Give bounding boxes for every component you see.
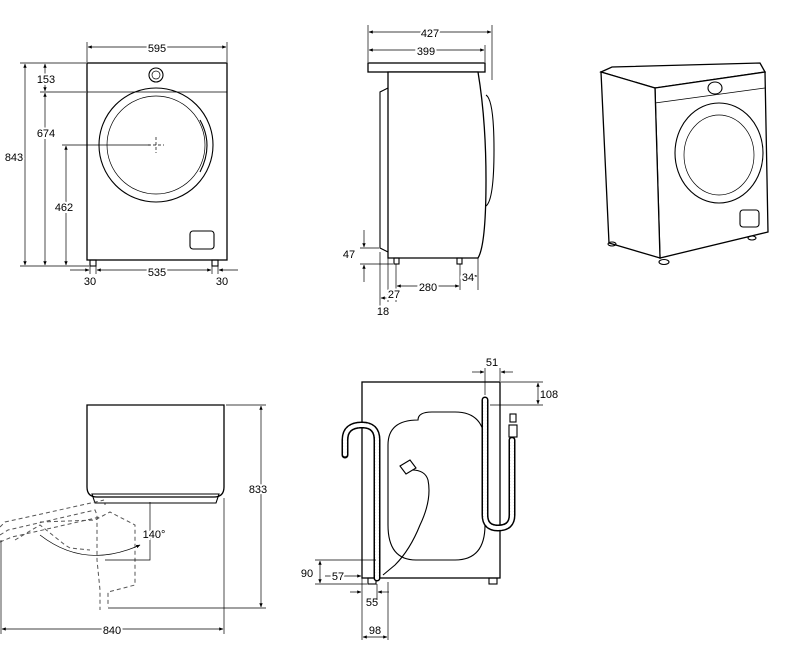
dim-462: 462: [55, 202, 73, 214]
iso-door-outer: [674, 102, 764, 204]
rear-panel: [387, 411, 486, 561]
open-door-outline-c: [39, 511, 136, 607]
power-plug: [399, 459, 417, 475]
dim-27: 27: [388, 289, 400, 301]
iso-door-glass: [683, 114, 755, 196]
door-handle: [199, 119, 208, 173]
inlet-connector: [508, 424, 518, 438]
side-foot-front: [393, 257, 400, 265]
dim-833: 833: [249, 484, 267, 496]
side-view: 427 399 47 27 280 34 18: [343, 25, 495, 320]
dim-18: 18: [377, 306, 389, 318]
dim-280: 280: [419, 282, 437, 294]
side-foot-back: [456, 257, 463, 265]
dim-30-left: 30: [84, 276, 96, 288]
dim-55: 55: [366, 597, 378, 609]
open-door-outline-b: [0, 509, 101, 610]
side-top-plate: [367, 62, 486, 73]
side-cabinet: [387, 71, 487, 259]
open-door-outline-a: [0, 499, 105, 528]
program-knob: [148, 67, 164, 83]
dim-47: 47: [343, 249, 355, 261]
dim-34: 34: [462, 272, 474, 284]
dim-153: 153: [37, 74, 55, 86]
dim-140-deg: 140°: [143, 529, 166, 541]
rear-cabinet: [361, 381, 501, 579]
isometric-view: [599, 62, 769, 266]
side-back-hose: [485, 94, 495, 207]
dim-535: 535: [148, 267, 166, 279]
iso-front: [654, 71, 769, 259]
dim-595: 595: [148, 43, 166, 55]
filter-cover: [189, 230, 215, 250]
dim-98: 98: [369, 625, 381, 637]
dim-843: 843: [5, 152, 23, 164]
front-view: 595 153 674 843 462 30 535 30: [3, 41, 238, 288]
dim-427: 427: [421, 28, 439, 40]
rear-view: 51 108 90 57 55 98: [301, 357, 560, 640]
power-cord: [382, 469, 430, 576]
dim-399: 399: [417, 46, 435, 58]
dim-30-right: 30: [216, 276, 228, 288]
dim-840: 840: [103, 625, 121, 637]
dim-57: 57: [332, 571, 344, 583]
iso-side: [600, 71, 661, 259]
iso-knob: [707, 81, 723, 95]
door-base: [91, 493, 220, 504]
dim-90: 90: [301, 568, 313, 580]
side-door: [379, 87, 389, 253]
door-open-view: 140° 833 840: [0, 404, 269, 639]
dim-51: 51: [486, 357, 498, 369]
foot-right: [211, 259, 219, 267]
foot-left: [89, 259, 97, 267]
dim-108: 108: [540, 389, 558, 401]
dim-674: 674: [37, 128, 55, 140]
angle-arc: [39, 534, 141, 556]
iso-filter-cover: [739, 209, 760, 228]
top-cabinet: [86, 404, 225, 498]
